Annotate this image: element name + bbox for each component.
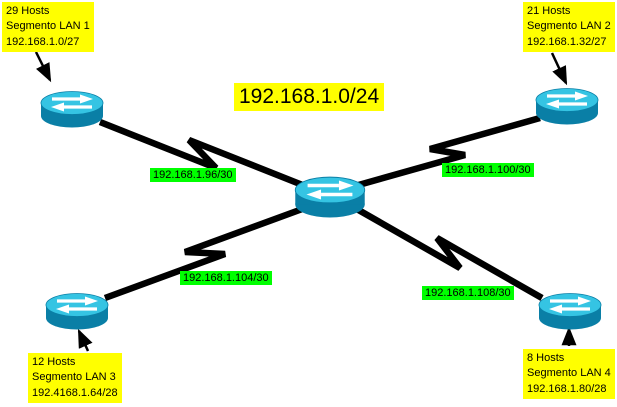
lan4-name-label: Segmento LAN 4 [527,367,611,380]
link1-subnet-label: 192.168.1.96/30 [150,168,236,182]
lan1-name-label: Segmento LAN 1 [6,20,90,33]
lan3-subnet-label: 192.4168.1.64/28 [32,386,118,399]
serial-link-lan3[interactable] [103,204,307,302]
lan4-subnet-label: 192.168.1.80/28 [527,382,607,395]
lan2-subnet-label: 192.168.1.32/27 [527,35,607,48]
lan3-label-box: 12 Hosts Segmento LAN 3 192.4168.1.64/28 [28,353,122,404]
pointer-arrow-lan2 [550,52,568,86]
router-central-icon[interactable] [293,175,367,220]
network-title: 192.168.1.0/24 [234,83,385,111]
serial-link-lan2[interactable] [354,114,541,190]
router-lan2-icon[interactable] [534,86,600,127]
lan1-hosts-label: 29 Hosts [6,5,50,17]
lan1-label-box: 29 Hosts Segmento LAN 1 192.168.1.0/27 [2,2,94,53]
lan2-hosts-label: 21 Hosts [527,5,571,17]
link4-subnet-label: 192.168.1.108/30 [422,286,514,300]
serial-link-lan4[interactable] [353,205,544,301]
lan4-hosts-label: 8 Hosts [527,352,565,364]
router-lan4-icon[interactable] [537,291,603,332]
link3-subnet-label: 192.168.1.104/30 [180,271,272,285]
lan1-subnet-label: 192.168.1.0/27 [6,35,80,48]
link2-subnet-label: 192.168.1.100/30 [442,163,534,177]
lan2-label-box: 21 Hosts Segmento LAN 2 192.168.1.32/27 [523,2,615,53]
router-lan3-icon[interactable] [44,291,110,332]
lan4-label-box: 8 Hosts Segmento LAN 4 192.168.1.80/28 [523,349,615,400]
pointer-arrow-lan3 [77,328,93,352]
lan2-name-label: Segmento LAN 2 [527,20,611,33]
pointer-arrow-lan1 [34,51,52,83]
lan3-hosts-label: 12 Hosts [32,356,76,368]
lan3-name-label: Segmento LAN 3 [32,371,116,384]
serial-link-lan1[interactable] [98,118,307,190]
router-lan1-icon[interactable] [39,89,105,130]
